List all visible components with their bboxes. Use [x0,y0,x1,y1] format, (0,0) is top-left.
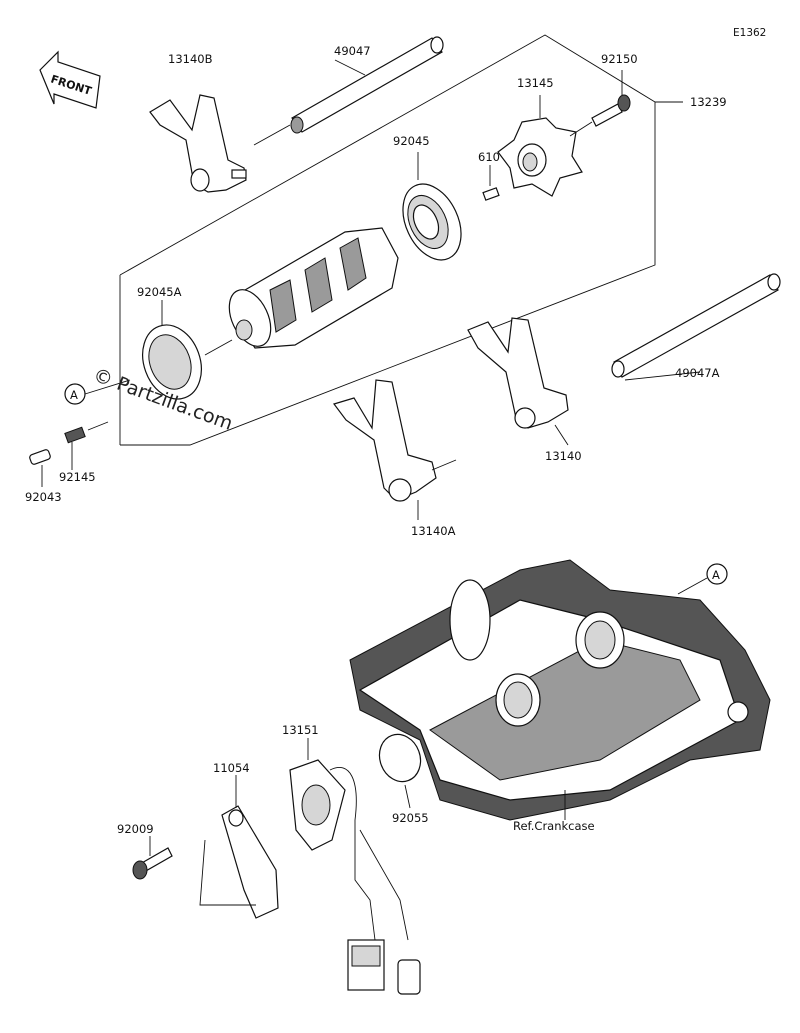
label-49047[interactable]: 49047 [334,44,371,58]
label-610[interactable]: 610 [478,150,500,164]
bearing-92045A [142,300,202,400]
o-ring-92055 [378,733,422,809]
label-92150[interactable]: 92150 [601,52,638,66]
label-92045[interactable]: 92045 [393,134,430,148]
shift-drum [204,227,399,356]
bearing-92045 [402,152,462,261]
diagram-code: E1362 [733,27,766,39]
label-13151[interactable]: 13151 [282,723,319,737]
shift-rod-49047A [611,273,781,381]
label-92145[interactable]: 92145 [59,470,96,484]
label-92009[interactable]: 92009 [117,822,154,836]
spring-92145 [64,421,109,470]
shift-fork-13140 [467,317,569,446]
pin-610 [482,165,500,201]
label-92055[interactable]: 92055 [392,811,429,825]
label-13140[interactable]: 13140 [545,449,582,463]
label-92045A[interactable]: 92045A [137,285,182,299]
shift-fork-13140A [333,379,457,520]
label-13140A[interactable]: 13140A [411,524,456,538]
label-49047A[interactable]: 49047A [675,366,720,380]
shift-rod-49047 [290,36,444,134]
callout-a-right-letter: A [712,568,720,582]
assembly-bracket-13239 [119,34,683,446]
detent-pin-92043 [29,449,51,487]
shift-fork-13140B [149,94,291,193]
front-arrow-icon: FRONT [39,50,101,109]
ref-crankcase-note: Ref.Crankcase [513,819,595,833]
shift-drum-cam-13145 [497,95,583,197]
crankcase-reference [349,559,771,821]
bolt-92150 [569,70,631,137]
label-13140B[interactable]: 13140B [168,52,213,66]
label-92043[interactable]: 92043 [25,490,62,504]
label-13145[interactable]: 13145 [517,76,554,90]
callout-a-left-letter: A [70,388,78,402]
plate-11054 [199,775,279,919]
callout-a-left: A [64,379,131,405]
gear-position-sensor-13151 [289,738,421,995]
label-13239[interactable]: 13239 [690,95,727,109]
callout-a-right: A [677,563,728,595]
label-11054[interactable]: 11054 [213,761,250,775]
bolt-92009 [132,836,173,880]
